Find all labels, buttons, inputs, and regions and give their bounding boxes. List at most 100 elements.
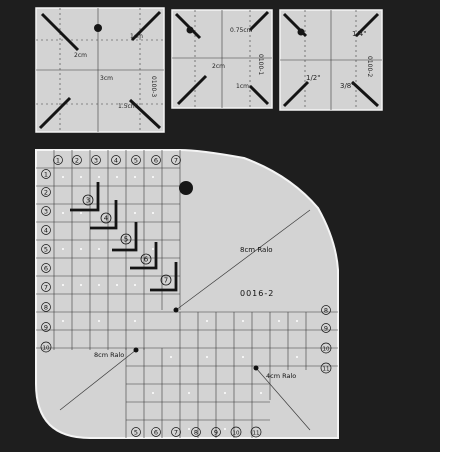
left-number-10-label: 10: [43, 345, 50, 351]
left-number-2: [41, 187, 51, 197]
center-hole: [94, 24, 102, 32]
top-number-6: [151, 155, 161, 165]
top-number-3: [91, 155, 101, 165]
marker-4-label: 4: [104, 215, 109, 223]
marker-7: [160, 274, 172, 286]
bottom-number-10-label: 10: [233, 430, 240, 436]
left-number-1: [41, 169, 51, 179]
left-number-6-label: 6: [44, 264, 48, 272]
marker-7-label: 7: [164, 277, 168, 285]
right-number-8-label: 8: [324, 306, 328, 314]
top-number-2-label: 2: [75, 156, 79, 164]
right-number-11: [320, 362, 332, 374]
bottom-number-9-label: 9: [214, 428, 218, 436]
label-8cm-radius-upper: 8cm Ralo: [240, 246, 273, 254]
top-number-5-label: 5: [134, 156, 138, 164]
bottom-number-10: [230, 426, 242, 438]
left-number-10: [40, 341, 52, 353]
center-hole: [186, 26, 194, 34]
left-number-7-label: 7: [44, 283, 48, 291]
bottom-number-8-label: 8: [194, 428, 198, 436]
photo-right-edge: [440, 0, 452, 452]
label-0-75cm: 0.75cm: [230, 27, 253, 34]
top-number-7: [171, 155, 181, 165]
top-number-7-label: 7: [174, 156, 178, 164]
pivot-8cm-lower: [133, 347, 139, 353]
top-number-2: [72, 155, 82, 165]
marker-3: [82, 194, 94, 206]
template-code: 0100-2: [366, 56, 373, 77]
bottom-number-7: [171, 427, 181, 437]
large-template: 3 4 5 6 7 0016-2 8cm Ralo 8cm Ralo 4cm R…: [35, 149, 339, 439]
label-1cm: 1cm: [236, 83, 249, 90]
top-number-4: [111, 155, 121, 165]
bottom-number-6-label: 6: [154, 428, 158, 436]
bottom-number-6: [151, 427, 161, 437]
top-number-5: [131, 155, 141, 165]
left-number-1-label: 1: [44, 170, 48, 178]
grid-upper-left: [36, 150, 338, 350]
label-1cm: 1cm: [130, 33, 143, 40]
marker-4: [100, 212, 112, 224]
right-number-9-label: 9: [324, 324, 328, 332]
radial-guides: [59, 209, 311, 431]
left-number-4-label: 4: [44, 226, 48, 234]
left-number-9: [41, 322, 51, 332]
right-number-11-label: 11: [323, 366, 330, 372]
diagonal-markers: [70, 182, 178, 292]
left-number-8: [41, 302, 51, 312]
left-number-5: [41, 244, 51, 254]
label-half-inch: 1/2": [306, 74, 321, 82]
left-number-6: [41, 263, 51, 273]
bottom-number-9: [211, 427, 221, 437]
bottom-number-11-label: 11: [253, 430, 260, 436]
large-template-code: 0016-2: [240, 289, 274, 298]
left-number-3-label: 3: [44, 207, 48, 215]
left-number-2-label: 2: [44, 188, 48, 196]
top-number-3-label: 3: [94, 156, 98, 164]
top-number-1: [53, 155, 63, 165]
label-3cm: 3cm: [100, 75, 113, 82]
bottom-number-5-label: 5: [134, 428, 138, 436]
right-number-10: [320, 342, 332, 354]
label-quarter-inch: 1/4": [352, 30, 367, 38]
label-8cm-radius-lower: 8cm Ralo: [94, 351, 124, 359]
left-number-5-label: 5: [44, 245, 48, 253]
marker-6: [140, 253, 152, 265]
right-number-8: [321, 305, 331, 315]
marker-3-label: 3: [86, 197, 90, 205]
label-1-5cm: 1.5cm: [118, 103, 137, 110]
label-three-eighths-inch: 3/8": [340, 82, 355, 90]
marker-5-label: 5: [124, 236, 128, 244]
top-number-6-label: 6: [154, 156, 158, 164]
bottom-number-11: [250, 426, 262, 438]
right-number-10-label: 10: [323, 346, 330, 352]
template-code: 0100-1: [257, 54, 264, 75]
marker-5: [120, 233, 132, 245]
marker-6-label: 6: [144, 256, 149, 264]
left-number-8-label: 8: [44, 303, 48, 311]
left-number-3: [41, 206, 51, 216]
right-number-9: [321, 323, 331, 333]
top-number-4-label: 4: [114, 156, 118, 164]
grid-dots: [62, 176, 298, 430]
template-code: 0100-3: [150, 76, 157, 97]
hanging-hole: [179, 181, 193, 195]
top-number-1-label: 1: [56, 156, 60, 164]
grid-lower-right: [125, 312, 338, 438]
label-4cm-radius: 4cm Ralo: [266, 372, 296, 380]
left-number-7: [41, 282, 51, 292]
pivot-4cm: [253, 365, 259, 371]
small-template-2: 0.75cm 2cm 1cm 0100-1: [171, 9, 273, 109]
label-2cm: 2cm: [74, 52, 87, 59]
center-hole: [297, 28, 305, 36]
label-2cm: 2cm: [212, 63, 225, 70]
left-number-9-label: 9: [44, 323, 48, 331]
left-number-4: [41, 225, 51, 235]
bottom-number-5: [131, 427, 141, 437]
bottom-number-7-label: 7: [174, 428, 178, 436]
pivot-8cm: [173, 307, 179, 313]
small-template-1: 1cm 2cm 3cm 1.5cm 0100-3: [35, 7, 165, 133]
bottom-number-8: [191, 427, 201, 437]
